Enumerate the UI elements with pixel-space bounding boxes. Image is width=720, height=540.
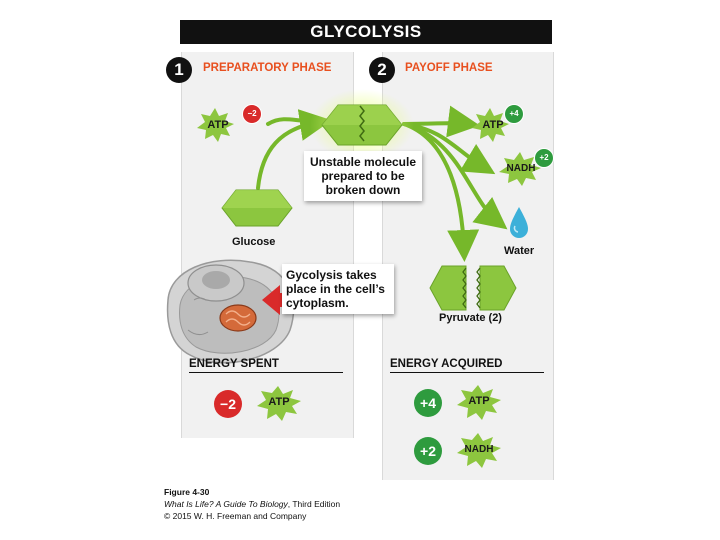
nadh-gained-star-icon — [499, 152, 541, 186]
energy-spent-heading: ENERGY SPENT — [189, 358, 343, 373]
energy-acquired-nadh-star-icon — [457, 433, 501, 468]
payoff-phase-label: PAYOFF PHASE — [405, 62, 493, 74]
atp-gained-badge: +4 — [504, 104, 524, 124]
energy-acquired-atp-label: ATP — [468, 395, 490, 407]
energy-spent-amount: −2 — [214, 390, 242, 418]
glucose-label: Glucose — [232, 236, 276, 248]
energy-spent-label: ATP — [268, 396, 290, 408]
pyruvate-label: Pyruvate (2) — [439, 312, 502, 324]
mitochondrion-icon — [219, 304, 257, 332]
figure-number: Figure 4-30 — [164, 487, 210, 497]
energy-acquired-atp-star-icon — [457, 385, 501, 420]
source-title: What Is Life? A Guide To Biology — [164, 499, 288, 509]
energy-acquired-nadh-amount: +2 — [414, 437, 442, 465]
pyruvate-icon — [429, 265, 517, 311]
figure-source: What Is Life? A Guide To Biology, Third … — [164, 498, 340, 510]
figure-copyright: © 2015 W. H. Freeman and Company — [164, 511, 307, 521]
atp-spent-label: ATP — [207, 119, 229, 131]
energy-acquired-atp-amount: +4 — [414, 389, 442, 417]
energy-acquired-nadh-label: NADH — [464, 444, 494, 455]
water-label: Water — [504, 245, 535, 257]
atp-spent-star-icon — [197, 108, 234, 142]
unstable-molecule-icon — [321, 104, 403, 146]
atp-spent-badge: −2 — [242, 104, 262, 124]
phase-2-number: 2 — [369, 57, 395, 83]
diagram-title: GLYCOLYSIS — [180, 20, 552, 44]
phase-1-number: 1 — [166, 57, 192, 83]
preparatory-phase-label: PREPARATORY PHASE — [203, 62, 332, 74]
cytoplasm-callout: Gycolysis takes place in the cell’s cyto… — [282, 264, 394, 314]
glucose-icon — [221, 189, 293, 227]
source-edition: , Third Edition — [287, 499, 341, 509]
nadh-gained-label: NADH — [506, 163, 536, 174]
flow-arrows — [256, 105, 508, 262]
nadh-gained-badge: +2 — [534, 148, 554, 168]
energy-acquired-heading: ENERGY ACQUIRED — [390, 358, 544, 373]
cell-illustration — [166, 259, 295, 364]
energy-spent-atp-star-icon — [257, 386, 301, 421]
atp-gained-label: ATP — [482, 119, 504, 131]
pointer-arrow-icon — [262, 285, 292, 315]
unstable-molecule-callout: Unstable molecule prepared to be broken … — [304, 151, 422, 201]
figure-caption: Figure 4-30 What Is Life? A Guide To Bio… — [164, 486, 340, 522]
atp-gained-star-icon — [472, 108, 509, 142]
water-drop-icon — [510, 207, 528, 238]
